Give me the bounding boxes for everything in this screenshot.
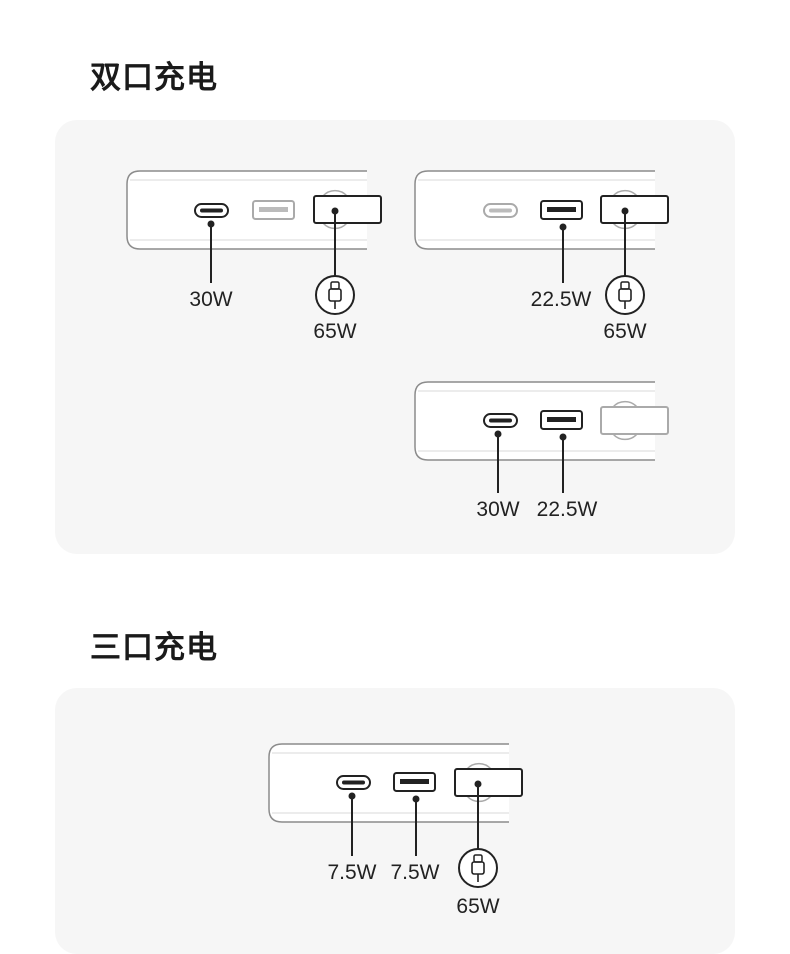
diagram-triple xyxy=(268,743,523,888)
usb-c-plug-icon xyxy=(315,275,355,315)
label-dual-b-usb-a: 22.5W xyxy=(530,288,592,311)
usb-c-plug-icon xyxy=(458,848,498,888)
label-triple-usb-a: 7.5W xyxy=(390,861,440,884)
integrated-cable-icon xyxy=(454,768,523,797)
label-dual-a-cable: 65W xyxy=(313,320,357,343)
label-dual-b-cable: 65W xyxy=(603,320,647,343)
label-dual-c-usb-c: 30W xyxy=(476,498,520,521)
section-title-dual: 双口充电 xyxy=(90,60,218,96)
usb-c-plug-icon xyxy=(605,275,645,315)
diagram-dual-b xyxy=(414,170,669,315)
integrated-cable-icon xyxy=(600,195,669,224)
integrated-cable-icon xyxy=(313,195,382,224)
label-dual-c-usb-a: 22.5W xyxy=(536,498,598,521)
section-title-triple: 三口充电 xyxy=(90,630,218,666)
label-dual-a-usb-c: 30W xyxy=(189,288,233,311)
label-triple-cable: 65W xyxy=(456,895,500,918)
diagram-dual-c xyxy=(414,381,669,493)
label-triple-usb-c: 7.5W xyxy=(327,861,377,884)
diagram-dual-a xyxy=(126,170,382,315)
integrated-cable-icon xyxy=(600,406,669,435)
